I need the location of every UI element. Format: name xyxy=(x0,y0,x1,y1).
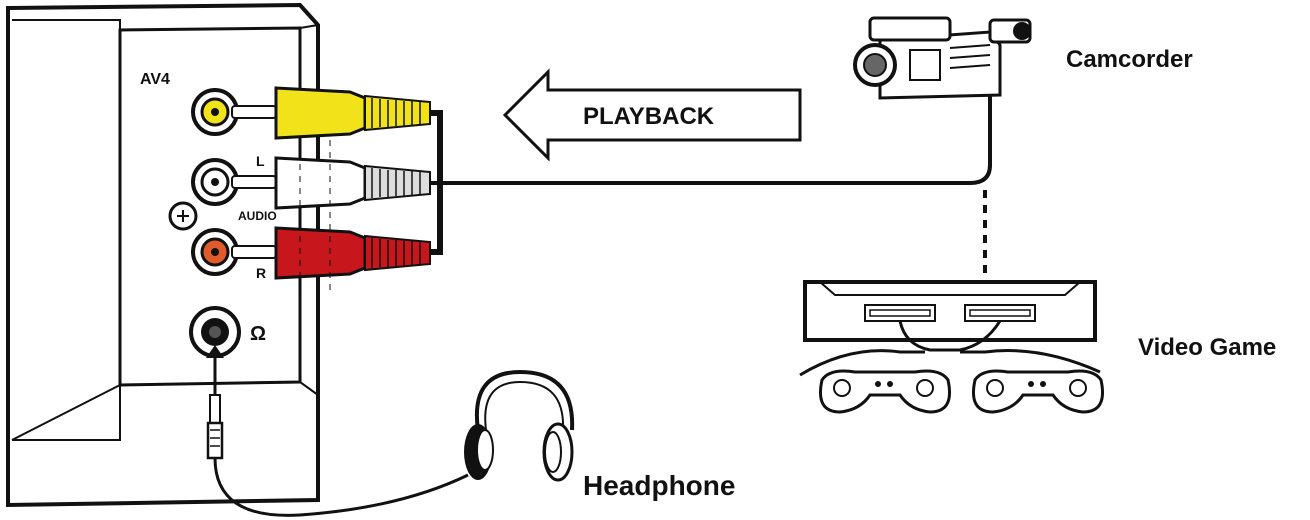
gamepad-icon-left xyxy=(799,349,951,414)
headphone-label: Headphone xyxy=(583,470,735,501)
av-cable xyxy=(430,95,992,280)
audio-right-jack xyxy=(191,228,239,276)
audio-left-jack xyxy=(191,158,239,206)
playback-label: PLAYBACK xyxy=(583,103,715,130)
game-console-icon xyxy=(803,280,1097,352)
headphone-cable xyxy=(206,345,469,517)
rca-plug-icon-red xyxy=(231,226,431,280)
camcorder-icon xyxy=(853,16,1032,100)
rca-plug-icon-yellow xyxy=(231,86,431,140)
gamepad-icon-right xyxy=(960,349,1104,414)
camcorder-label: Camcorder xyxy=(1066,46,1193,73)
headphone-icon xyxy=(464,369,575,482)
video-jack xyxy=(191,88,239,136)
rca-plug-icon-white xyxy=(231,156,431,210)
left-channel-label: L xyxy=(256,153,265,169)
av4-label: AV4 xyxy=(140,71,170,88)
headphone-symbol: Ω xyxy=(250,323,266,345)
video-game-label: Video Game xyxy=(1138,334,1276,361)
audio-label: AUDIO xyxy=(238,209,277,223)
playback-arrow: PLAYBACK xyxy=(502,68,802,162)
right-channel-label: R xyxy=(256,265,266,281)
ground-symbol-icon xyxy=(168,201,198,231)
